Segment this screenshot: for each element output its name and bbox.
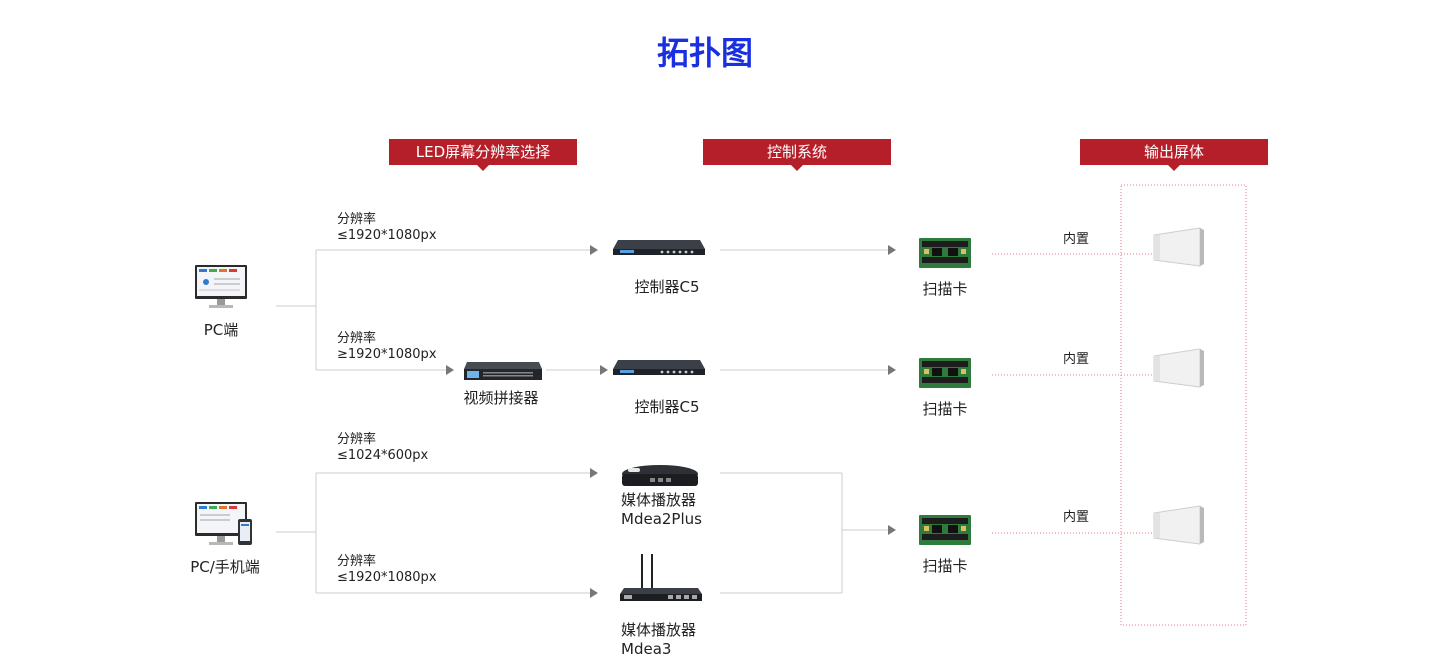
led-screen-icon	[1153, 348, 1204, 388]
scan-card-icon	[919, 238, 971, 268]
device-label-splicer: 视频拼接器	[463, 389, 539, 407]
device-label-media-player-1-line2: Mdea2Plus	[621, 510, 702, 528]
builtin-label-2: 内置	[1063, 352, 1090, 367]
media-player-router-icon	[620, 554, 702, 601]
device-label-media-player-2-line1: 媒体播放器	[621, 621, 697, 639]
device-label-media-player-2-line2: Mdea3	[621, 640, 672, 658]
column-tag-input: LED屏幕分辨率选择	[389, 139, 577, 171]
resolution-label-4: 分辨率	[337, 554, 377, 569]
arrow-splicer	[600, 365, 608, 375]
arrow-res1	[590, 245, 598, 255]
resolution-value-2: ≥1920*1080px	[337, 347, 437, 362]
builtin-label-3: 内置	[1063, 510, 1090, 525]
pc-mobile-icon	[195, 502, 252, 545]
led-screen-icon	[1153, 505, 1204, 545]
scan-card-icon	[919, 515, 971, 545]
video-splicer-icon	[464, 362, 542, 380]
arrow-res4	[590, 588, 598, 598]
controller-c5-icon	[613, 360, 705, 375]
resolution-value-1: ≤1920*1080px	[337, 228, 437, 243]
device-label-media-player-1-line1: 媒体播放器	[621, 491, 697, 509]
resolution-label-3: 分辨率	[337, 432, 377, 447]
resolution-value-4: ≤1920*1080px	[337, 570, 437, 585]
arrow-card2	[888, 365, 896, 375]
output-screen-box	[1120, 184, 1247, 626]
controller-c5-icon	[613, 240, 705, 255]
device-label-scan-card-1: 扫描卡	[922, 280, 968, 298]
arrow-card3	[888, 525, 896, 535]
scan-card-icon	[919, 358, 971, 388]
resolution-label-2: 分辨率	[337, 331, 377, 346]
led-screen-icon	[1153, 227, 1204, 267]
resolution-label-1: 分辨率	[337, 212, 377, 227]
device-label-controller-2: 控制器C5	[634, 398, 700, 416]
builtin-label-1: 内置	[1063, 232, 1090, 247]
media-player-icon	[622, 465, 698, 486]
column-tag-control: 控制系统	[703, 139, 891, 171]
arrow-res3	[590, 468, 598, 478]
device-label-scan-card-2: 扫描卡	[922, 400, 968, 418]
arrow-res2	[446, 365, 454, 375]
resolution-value-3: ≤1024*600px	[337, 448, 429, 463]
arrow-card1	[888, 245, 896, 255]
device-label-scan-card-3: 扫描卡	[922, 557, 968, 575]
source-label-pc-mobile: PC/手机端	[190, 558, 260, 576]
column-tag-output: 输出屏体	[1080, 139, 1268, 171]
device-label-controller-1: 控制器C5	[634, 278, 700, 296]
source-label-pc: PC端	[203, 321, 239, 339]
pc-monitor-icon	[195, 265, 247, 308]
page-title: 拓扑图	[656, 34, 753, 72]
